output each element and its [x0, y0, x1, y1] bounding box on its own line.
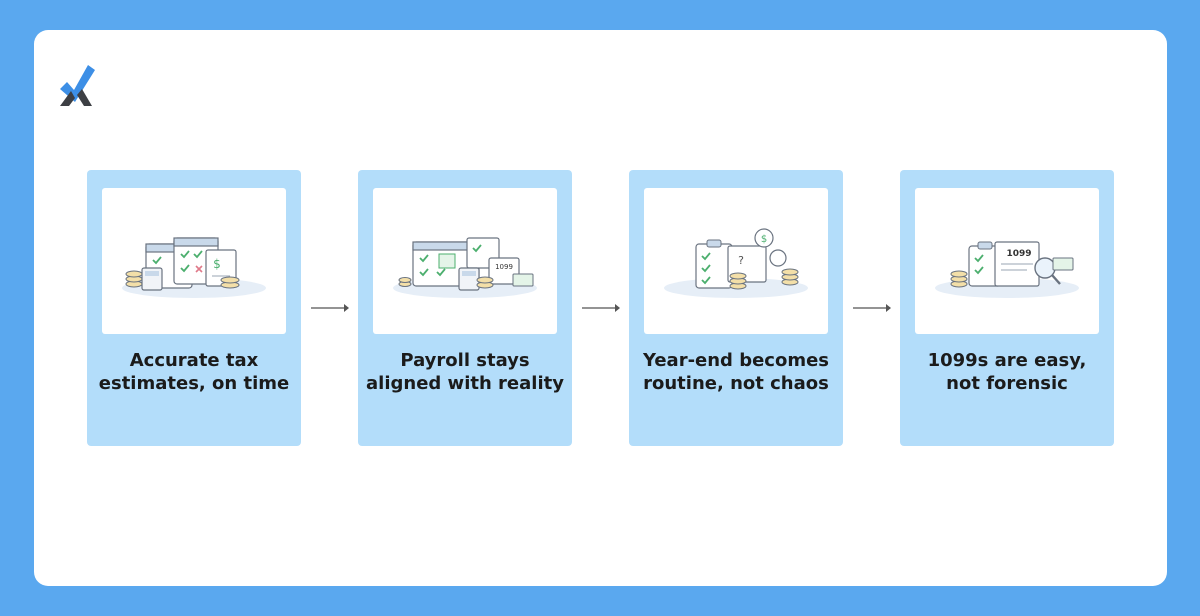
calculator-icon	[141, 267, 163, 291]
payroll-illustration: 1099	[373, 188, 557, 334]
step-caption: Accurate tax estimates, on time	[98, 350, 290, 394]
step-card-tax-estimates: $ Accurate tax estimates, on time	[87, 170, 301, 446]
forms-1099-illustration: 1099	[915, 188, 1099, 334]
speech-bubble-icon: $	[754, 228, 787, 267]
form-1099-icon: 1099	[994, 241, 1040, 287]
cash-icon	[1052, 257, 1074, 271]
svg-text:$: $	[213, 257, 221, 271]
form-1099-icon: 1099	[488, 257, 520, 285]
step-caption: Payroll stays aligned with reality	[366, 350, 564, 394]
step-caption: 1099s are easy, not forensic	[927, 350, 1087, 394]
arrow-right-icon	[582, 304, 620, 312]
year-end-illustration: ? $	[644, 188, 828, 334]
logo-icon	[60, 65, 95, 106]
coins-icon	[729, 268, 799, 290]
cash-icon	[512, 273, 534, 287]
clipboard-icon	[968, 241, 1002, 287]
coins-icon	[950, 270, 968, 288]
svg-text:?: ?	[738, 254, 744, 267]
clipboard-icon	[695, 239, 733, 289]
svg-text:$: $	[761, 234, 767, 245]
step-card-1099s: 1099 1099s are easy, not forensic	[900, 170, 1114, 446]
coins-icon	[125, 270, 240, 289]
svg-text:1099: 1099	[495, 263, 513, 271]
step-card-year-end: ? $ Year-end becomes routine, not chaos	[629, 170, 843, 446]
arrow-right-icon	[311, 304, 349, 312]
svg-text:1099: 1099	[1006, 249, 1031, 259]
tax-estimates-illustration: $	[102, 188, 286, 334]
step-card-payroll: 1099 Payroll stays aligned with reality	[358, 170, 572, 446]
arrow-right-icon	[853, 304, 891, 312]
step-caption: Year-end becomes routine, not chaos	[642, 350, 830, 394]
coins-icon	[398, 276, 494, 289]
calculator-icon	[458, 267, 480, 291]
